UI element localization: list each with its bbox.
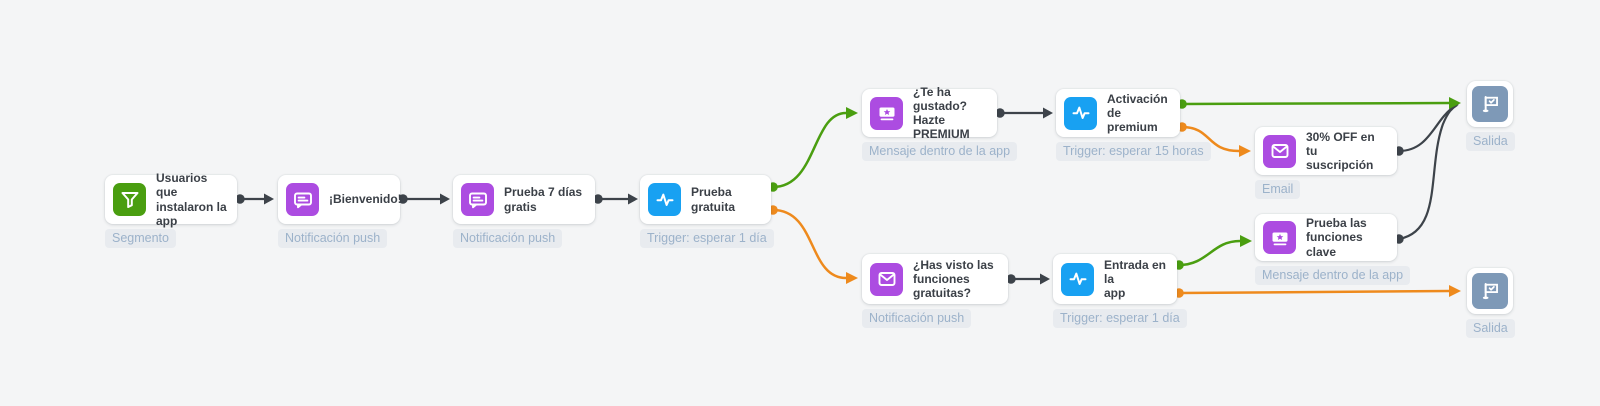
node-trial7: Prueba 7 días gratis Notificación push: [453, 175, 595, 248]
node-liked-card[interactable]: ¿Te ha gustado? Hazte PREMIUM: [862, 85, 997, 141]
node-type-badge: Segmento: [105, 229, 176, 248]
node-type-badge: Email: [1255, 180, 1301, 199]
arrowhead: [846, 272, 858, 284]
edge-premium-to-exit-top: [1181, 101, 1450, 106]
flag-icon: [1472, 86, 1509, 122]
port-out-segment[interactable]: [235, 194, 245, 204]
pulse-trigger-icon: [648, 183, 681, 216]
node-title: Usuarios que instalaron la app: [156, 171, 227, 228]
arrowhead: [440, 193, 450, 205]
node-type-badge: Trigger: esperar 15 horas: [1056, 142, 1211, 161]
node-segment: Usuarios que instalaron la app Segmento: [105, 171, 237, 248]
ticket-icon: [1263, 221, 1296, 254]
push-message-icon: [286, 183, 319, 216]
node-type-badge: Trigger: esperar 1 día: [1053, 309, 1187, 328]
node-segment-card[interactable]: Usuarios que instalaron la app: [105, 171, 237, 228]
node-type-badge: Salida: [1466, 132, 1515, 151]
node-exit-top: Salida: [1466, 81, 1515, 151]
pulse-trigger-icon: [1064, 96, 1097, 130]
node-type-badge: Notificación push: [278, 229, 388, 248]
filter-icon: [113, 183, 146, 216]
node-try-features-card[interactable]: Prueba las funciones clave: [1255, 214, 1397, 261]
email-icon: [870, 262, 903, 296]
node-trial7-card[interactable]: Prueba 7 días gratis: [453, 175, 595, 224]
arrowhead: [1449, 285, 1461, 297]
node-discount-email: 30% OFF en tu suscripción Email: [1255, 127, 1397, 199]
node-type-badge: Trigger: esperar 1 día: [640, 229, 774, 248]
node-exit-bottom-card[interactable]: [1467, 268, 1514, 314]
email-icon: [1263, 134, 1296, 168]
node-type-badge: Mensaje dentro de la app: [1255, 266, 1411, 285]
node-title: Entrada en la app: [1104, 257, 1167, 301]
edge-free-trial-to-liked: [772, 111, 847, 189]
node-free-trial: Prueba gratuita Trigger: esperar 1 día: [640, 175, 774, 248]
arrowhead: [1449, 97, 1461, 109]
node-exit-bottom: Salida: [1466, 268, 1515, 338]
pulse-trigger-icon: [1061, 262, 1094, 296]
node-title: ¿Has visto las funciones gratuitas?: [913, 257, 994, 301]
node-title: Prueba gratuita: [691, 185, 736, 214]
node-exit-top-card[interactable]: [1467, 81, 1514, 127]
port-out-liked[interactable]: [995, 108, 1005, 118]
node-seen-features: ¿Has visto las funciones gratuitas? Noti…: [862, 254, 1008, 328]
arrowhead: [264, 193, 274, 205]
edge-app-entry-to-try-features: [1178, 239, 1241, 267]
edge-free-trial-to-seen-features: [772, 208, 847, 280]
port-out-trial7[interactable]: [593, 194, 603, 204]
node-liked: ¿Te ha gustado? Hazte PREMIUM Mensaje de…: [862, 85, 1018, 161]
node-premium-activation: Activación de premium Trigger: esperar 1…: [1056, 89, 1211, 161]
arrowhead: [1239, 145, 1251, 157]
node-discount-email-card[interactable]: 30% OFF en tu suscripción: [1255, 127, 1397, 175]
arrowhead: [1040, 273, 1050, 285]
node-title: ¡Bienvenido!: [329, 192, 402, 207]
edge-premium-to-email: [1181, 125, 1240, 153]
node-type-badge: Salida: [1466, 319, 1515, 338]
ticket-icon: [870, 96, 903, 130]
push-message-icon: [461, 183, 494, 216]
port-out-welcome[interactable]: [398, 194, 408, 204]
arrowhead: [628, 193, 638, 205]
flag-icon: [1472, 273, 1509, 309]
node-app-entry: Entrada en la app Trigger: esperar 1 día: [1053, 254, 1187, 328]
node-premium-activation-card[interactable]: Activación de premium: [1056, 89, 1180, 137]
edge-app-entry-to-exit-bottom: [1178, 289, 1450, 295]
node-seen-features-card[interactable]: ¿Has visto las funciones gratuitas?: [862, 254, 1008, 304]
node-title: Activación de premium: [1107, 91, 1168, 135]
node-type-badge: Mensaje dentro de la app: [862, 142, 1018, 161]
node-app-entry-card[interactable]: Entrada en la app: [1053, 254, 1177, 304]
node-welcome: ¡Bienvenido! Notificación push: [278, 175, 402, 248]
node-title: ¿Te ha gustado? Hazte PREMIUM: [913, 84, 970, 142]
node-title: 30% OFF en tu suscripción: [1306, 129, 1375, 173]
arrowhead: [1043, 107, 1053, 119]
node-title: Prueba las funciones clave: [1306, 216, 1367, 259]
node-free-trial-card[interactable]: Prueba gratuita: [640, 175, 771, 224]
node-welcome-card[interactable]: ¡Bienvenido!: [278, 175, 402, 224]
node-type-badge: Notificación push: [453, 229, 563, 248]
edge-try-features-to-exit-top: [1398, 104, 1458, 241]
port-out-seen-features[interactable]: [1006, 274, 1016, 284]
arrowhead: [846, 107, 858, 119]
arrowhead: [1240, 235, 1252, 247]
node-title: Prueba 7 días gratis: [504, 185, 583, 214]
node-try-features: Prueba las funciones clave Mensaje dentr…: [1255, 214, 1411, 285]
node-type-badge: Notificación push: [862, 309, 972, 328]
